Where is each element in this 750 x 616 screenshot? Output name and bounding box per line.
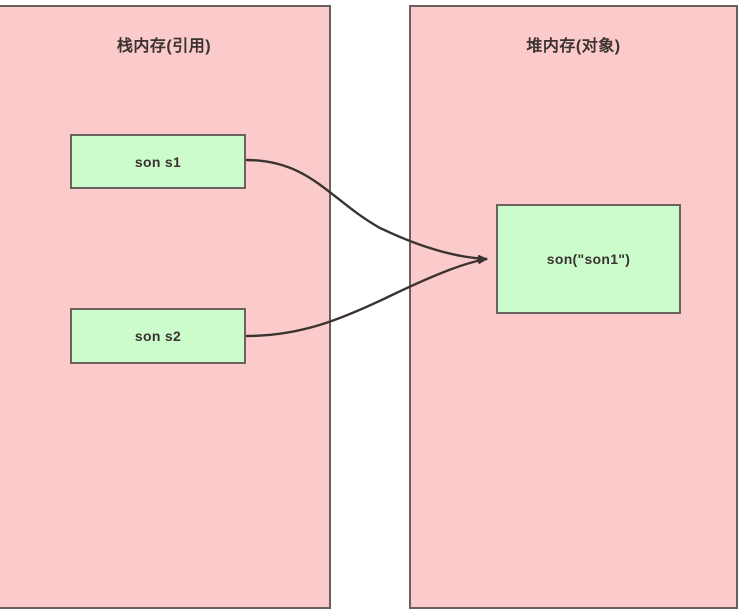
node-son-s2-label: son s2: [134, 328, 182, 344]
heap-memory-title: 堆内存(对象): [526, 38, 621, 55]
node-son-object[interactable]: son("son1"): [496, 204, 681, 314]
node-son-object-label: son("son1"): [546, 251, 631, 267]
node-son-s1[interactable]: son s1: [70, 134, 246, 189]
node-son-s2[interactable]: son s2: [70, 308, 246, 364]
node-son-s1-label: son s1: [134, 153, 182, 170]
stack-memory-panel: 栈内存(引用): [0, 5, 331, 609]
stack-memory-title: 栈内存(引用): [116, 38, 212, 55]
